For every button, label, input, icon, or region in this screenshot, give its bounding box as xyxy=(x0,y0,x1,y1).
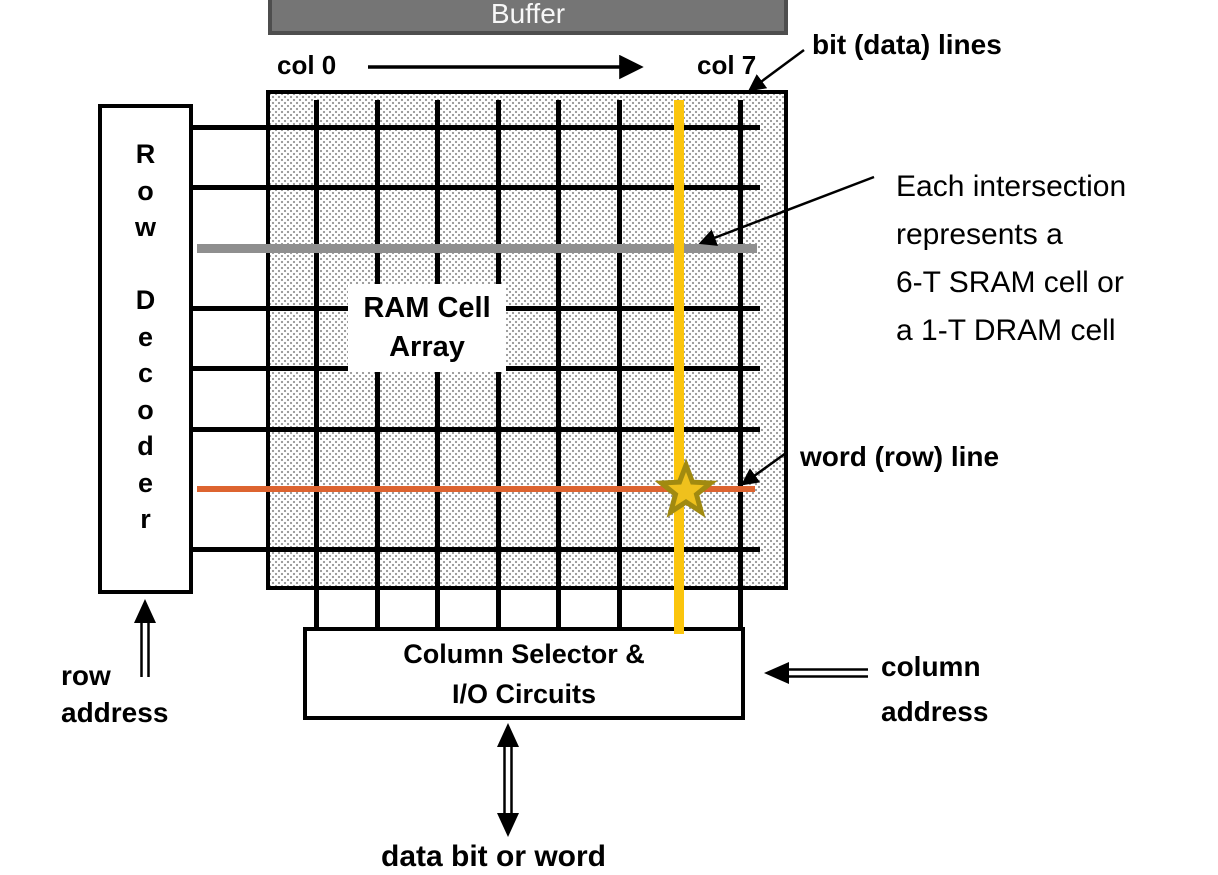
row-decoder-box: R o w D e c o d e r xyxy=(98,104,193,594)
row-decoder-label: R o w D e c o d e r xyxy=(134,139,156,534)
gray-row-line xyxy=(197,244,757,253)
buffer-label: Buffer xyxy=(490,0,566,29)
bit-line-highlighted xyxy=(674,100,684,634)
bit-line xyxy=(617,100,622,629)
bit-line xyxy=(314,100,319,629)
ram-cell-array-box xyxy=(266,90,788,590)
row-line xyxy=(193,125,760,130)
buffer-box: Buffer xyxy=(268,0,788,35)
row-line xyxy=(193,547,760,552)
row-line xyxy=(193,185,760,190)
data-bit-arrow xyxy=(497,723,519,837)
row-line xyxy=(193,427,760,432)
ram-cell-array-label: RAM Cell Array xyxy=(348,284,506,372)
column-address-arrow xyxy=(764,662,868,684)
bit-data-lines-label: bit (data) lines xyxy=(812,29,1002,60)
data-bit-or-word-label: data bit or word xyxy=(381,840,606,873)
column-selector-box: Column Selector & I/O Circuits xyxy=(303,627,745,720)
word-row-line xyxy=(197,486,755,492)
row-address-label: row address xyxy=(61,660,169,728)
col-0-label: col 0 xyxy=(277,50,337,80)
bit-line xyxy=(556,100,561,629)
bit-lines-callout-arrow xyxy=(747,48,805,92)
bit-line xyxy=(738,100,743,629)
column-address-label: column address xyxy=(881,651,989,727)
intersection-annotation: Each intersection represents a 6-T SRAM … xyxy=(896,170,1127,347)
col-7-label: col 7 xyxy=(697,50,757,80)
word-row-line-label: word (row) line xyxy=(800,441,1000,472)
